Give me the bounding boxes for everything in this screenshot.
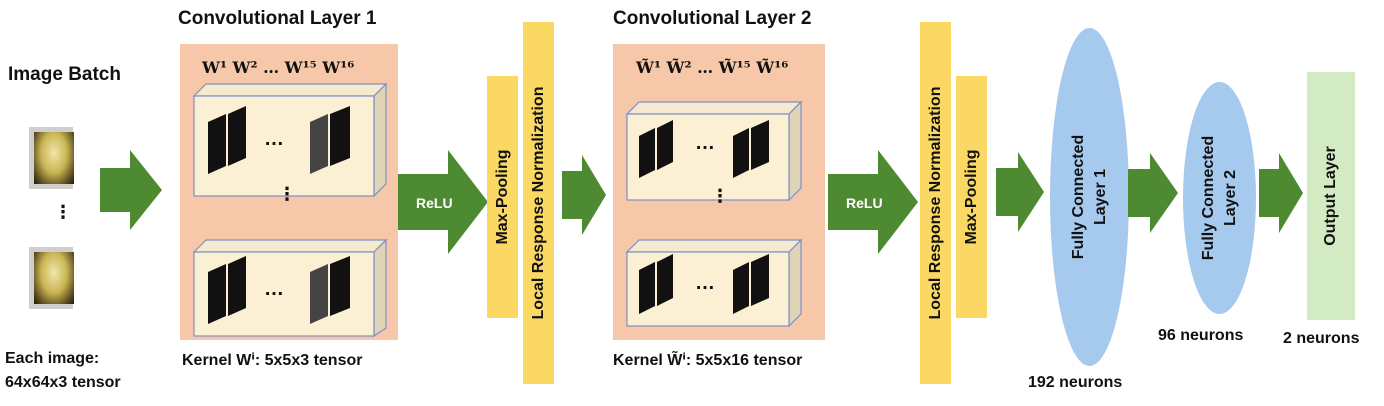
conv2-tensor-boxes [625, 100, 803, 328]
lrn1-label: Local Response Normalization [529, 86, 547, 320]
lrn2-bar: Local Response Normalization [920, 22, 951, 384]
conv1-vdots: ⋮ [278, 184, 296, 204]
lrn2-label: Local Response Normalization [926, 86, 944, 320]
conv1-bottom-hdots: … [264, 278, 286, 300]
image-thumbnail-bottom [29, 247, 74, 309]
conv2-title: Convolutional Layer 2 [613, 8, 812, 29]
arrow-maxpool2-to-fc1 [996, 152, 1044, 232]
maxpool1-bar: Max-Pooling [487, 76, 518, 318]
relu1-arrow [398, 150, 488, 254]
fc1-ellipse: Fully Connected Layer 1 [1050, 28, 1129, 366]
input-caption-line2: 64x64x3 tensor [5, 374, 121, 391]
output-layer-box: Output Layer [1307, 72, 1355, 320]
relu1-label: ReLU [416, 195, 453, 211]
conv2-weights: W̃¹ W̃² … W̃¹⁵ W̃¹⁶ [636, 58, 789, 77]
maxpool1-label: Max-Pooling [493, 149, 511, 245]
arrow-fc2-to-output [1259, 153, 1303, 233]
output-layer-label: Output Layer [1322, 146, 1339, 246]
lrn1-bar: Local Response Normalization [523, 22, 554, 384]
conv1-top-hdots: … [264, 128, 286, 150]
conv2-vdots: ⋮ [711, 186, 729, 206]
input-vertical-dots: ⋮ [54, 202, 72, 222]
arrow-lrn1-to-conv2 [562, 155, 606, 235]
conv1-tensor-boxes [192, 82, 388, 338]
relu2-arrow [828, 150, 918, 254]
input-caption-line1: Each image: [5, 350, 100, 367]
fc2-label-line2: Layer 2 [1221, 169, 1239, 227]
conv1-title: Convolutional Layer 1 [178, 8, 377, 29]
fc2-neurons: 96 neurons [1158, 327, 1244, 344]
fc1-label: Fully Connected Layer 1 [1068, 135, 1112, 259]
relu2-label: ReLU [846, 195, 883, 211]
fc1-neurons: 192 neurons [1028, 374, 1123, 391]
maxpool2-label: Max-Pooling [962, 149, 980, 245]
fc2-label-line1: Fully Connected [1199, 135, 1217, 261]
arrow-fc1-to-fc2 [1128, 153, 1178, 233]
fc2-ellipse: Fully Connected Layer 2 [1183, 82, 1256, 314]
image-batch-title: Image Batch [8, 64, 121, 85]
conv1-weights: W¹ W² … W¹⁵ W¹⁶ [202, 58, 355, 77]
image-thumbnail-top [29, 127, 74, 189]
fc1-label-line2: Layer 1 [1091, 168, 1109, 226]
maxpool2-bar: Max-Pooling [956, 76, 987, 318]
output-neurons: 2 neurons [1283, 330, 1360, 347]
conv1-kernel-caption: Kernel Wⁱ: 5x5x3 tensor [182, 352, 363, 369]
arrow-input-to-conv1 [100, 150, 162, 230]
fc1-label-line1: Fully Connected [1069, 134, 1087, 260]
conv2-kernel-caption: Kernel W̃ⁱ: 5x5x16 tensor [613, 352, 803, 369]
conv2-top-hdots: … [695, 132, 717, 154]
fc2-label: Fully Connected Layer 2 [1198, 136, 1242, 260]
conv2-bottom-hdots: … [695, 272, 717, 294]
